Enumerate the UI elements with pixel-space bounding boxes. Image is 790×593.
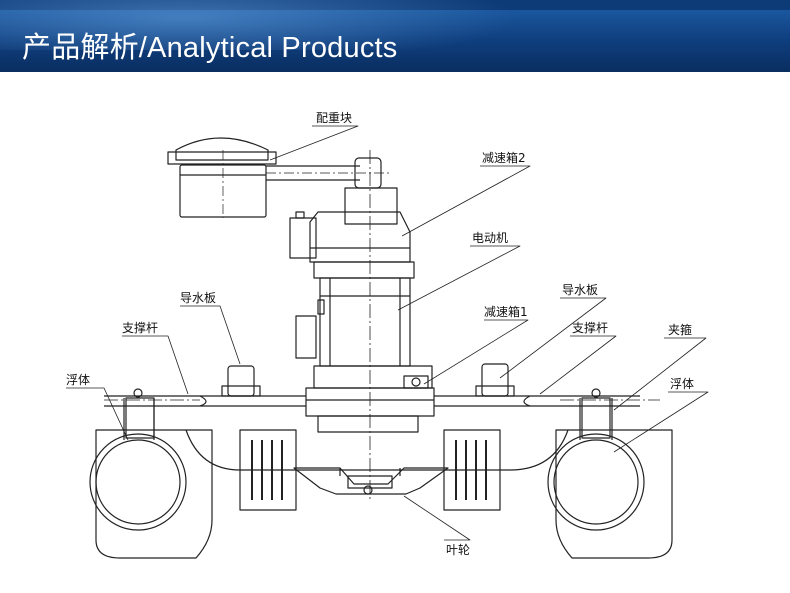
label-impeller: 叶轮 — [446, 543, 470, 557]
guide-vane-right — [443, 429, 501, 511]
label-support-rod-right: 支撑杆 — [572, 320, 608, 335]
label-counterweight: 配重块 — [316, 111, 352, 125]
lower-housing — [95, 429, 673, 559]
header-top-band — [0, 0, 790, 10]
label-guide-plate-right: 导水板 — [562, 283, 598, 297]
guide-vane-left — [239, 429, 297, 511]
label-support-rod-left: 支撑杆 — [122, 320, 158, 335]
label-gearbox1: 减速箱1 — [484, 304, 528, 319]
label-clamp-hoop: 夹箍 — [668, 322, 692, 337]
label-gearbox2: 减速箱2 — [482, 150, 526, 165]
label-float-left: 浮体 — [66, 373, 90, 387]
guide-plate-blocks — [221, 363, 515, 397]
label-guide-plate-left: 导水板 — [180, 291, 216, 305]
counterweight-part — [167, 137, 277, 218]
impeller-part — [293, 467, 449, 495]
motor-part — [295, 261, 415, 367]
float-left — [89, 388, 187, 531]
page-title: 产品解析/Analytical Products — [22, 32, 398, 64]
support-frame — [104, 395, 640, 407]
page-header: 产品解析/Analytical Products — [0, 0, 790, 72]
machine-diagram: 配重块 减速箱2 电动机 导水板 导水板 减速箱1 支撑杆 支撑杆 夹箍 浮体 … — [66, 111, 709, 559]
float-right — [547, 388, 645, 531]
gearbox2-part — [289, 157, 411, 263]
leader-lines — [66, 125, 709, 541]
label-motor: 电动机 — [472, 231, 508, 245]
counterweight-arm — [266, 165, 392, 181]
label-float-right: 浮体 — [670, 377, 694, 391]
header-sheen — [0, 0, 520, 50]
gearbox1-part — [305, 365, 435, 433]
part-labels: 配重块 减速箱2 电动机 导水板 导水板 减速箱1 支撑杆 支撑杆 夹箍 浮体 … — [66, 111, 694, 557]
